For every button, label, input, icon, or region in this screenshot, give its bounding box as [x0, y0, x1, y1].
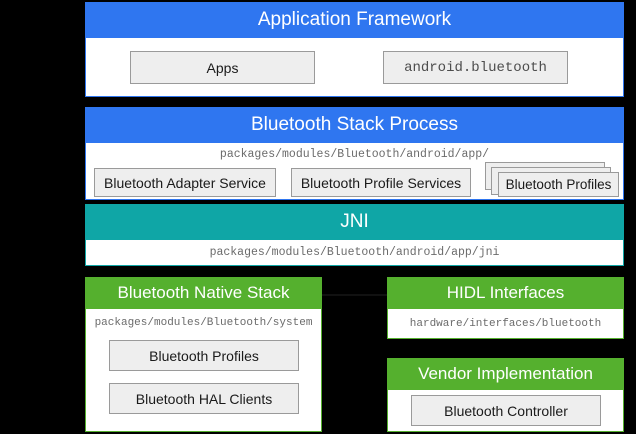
hidl-interfaces-header: HIDL Interfaces [387, 277, 624, 309]
application-framework-header: Application Framework [85, 2, 624, 38]
native-stack-hidl-connector [320, 294, 387, 296]
hidl-interfaces-path: hardware/interfaces/bluetooth [409, 318, 602, 330]
native-bluetooth-profiles-box[interactable]: Bluetooth Profiles [109, 340, 299, 371]
hidl-interfaces-body: hardware/interfaces/bluetooth [387, 309, 624, 339]
bluetooth-native-stack-body: packages/modules/Bluetooth/system Blueto… [85, 309, 322, 432]
application-framework-body: Apps android.bluetooth [85, 38, 624, 97]
bluetooth-native-stack-path: packages/modules/Bluetooth/system [94, 317, 313, 329]
bluetooth-stack-process-header: Bluetooth Stack Process [85, 107, 624, 143]
bluetooth-profile-services-box[interactable]: Bluetooth Profile Services [291, 168, 471, 197]
layer-bluetooth-stack-process: Bluetooth Stack Process packages/modules… [85, 107, 624, 200]
jni-header: JNI [85, 204, 624, 240]
bluetooth-stack-process-body: packages/modules/Bluetooth/android/app/ … [85, 143, 624, 200]
bluetooth-native-stack-header: Bluetooth Native Stack [85, 277, 322, 309]
bluetooth-adapter-service-box[interactable]: Bluetooth Adapter Service [94, 168, 276, 197]
bluetooth-profiles-card-front[interactable]: Bluetooth Profiles [498, 172, 619, 197]
bluetooth-profiles-stack[interactable]: Bluetooth Profiles [485, 162, 619, 198]
bluetooth-hal-clients-box[interactable]: Bluetooth HAL Clients [109, 383, 299, 414]
layer-vendor-implementation: Vendor Implementation Bluetooth Controll… [387, 358, 624, 432]
layer-jni: JNI packages/modules/Bluetooth/android/a… [85, 204, 624, 266]
jni-body: packages/modules/Bluetooth/android/app/j… [85, 240, 624, 266]
jni-path: packages/modules/Bluetooth/android/app/j… [209, 246, 500, 259]
bluetooth-controller-box[interactable]: Bluetooth Controller [411, 395, 601, 426]
layer-application-framework: Application Framework Apps android.bluet… [85, 2, 624, 97]
vendor-implementation-header: Vendor Implementation [387, 358, 624, 390]
vendor-implementation-body: Bluetooth Controller [387, 390, 624, 432]
apps-box[interactable]: Apps [130, 51, 315, 84]
android-bluetooth-box[interactable]: android.bluetooth [383, 51, 568, 84]
layer-hidl-interfaces: HIDL Interfaces hardware/interfaces/blue… [387, 277, 624, 339]
bluetooth-stack-process-path: packages/modules/Bluetooth/android/app/ [219, 148, 490, 161]
layer-bluetooth-native-stack: Bluetooth Native Stack packages/modules/… [85, 277, 322, 432]
